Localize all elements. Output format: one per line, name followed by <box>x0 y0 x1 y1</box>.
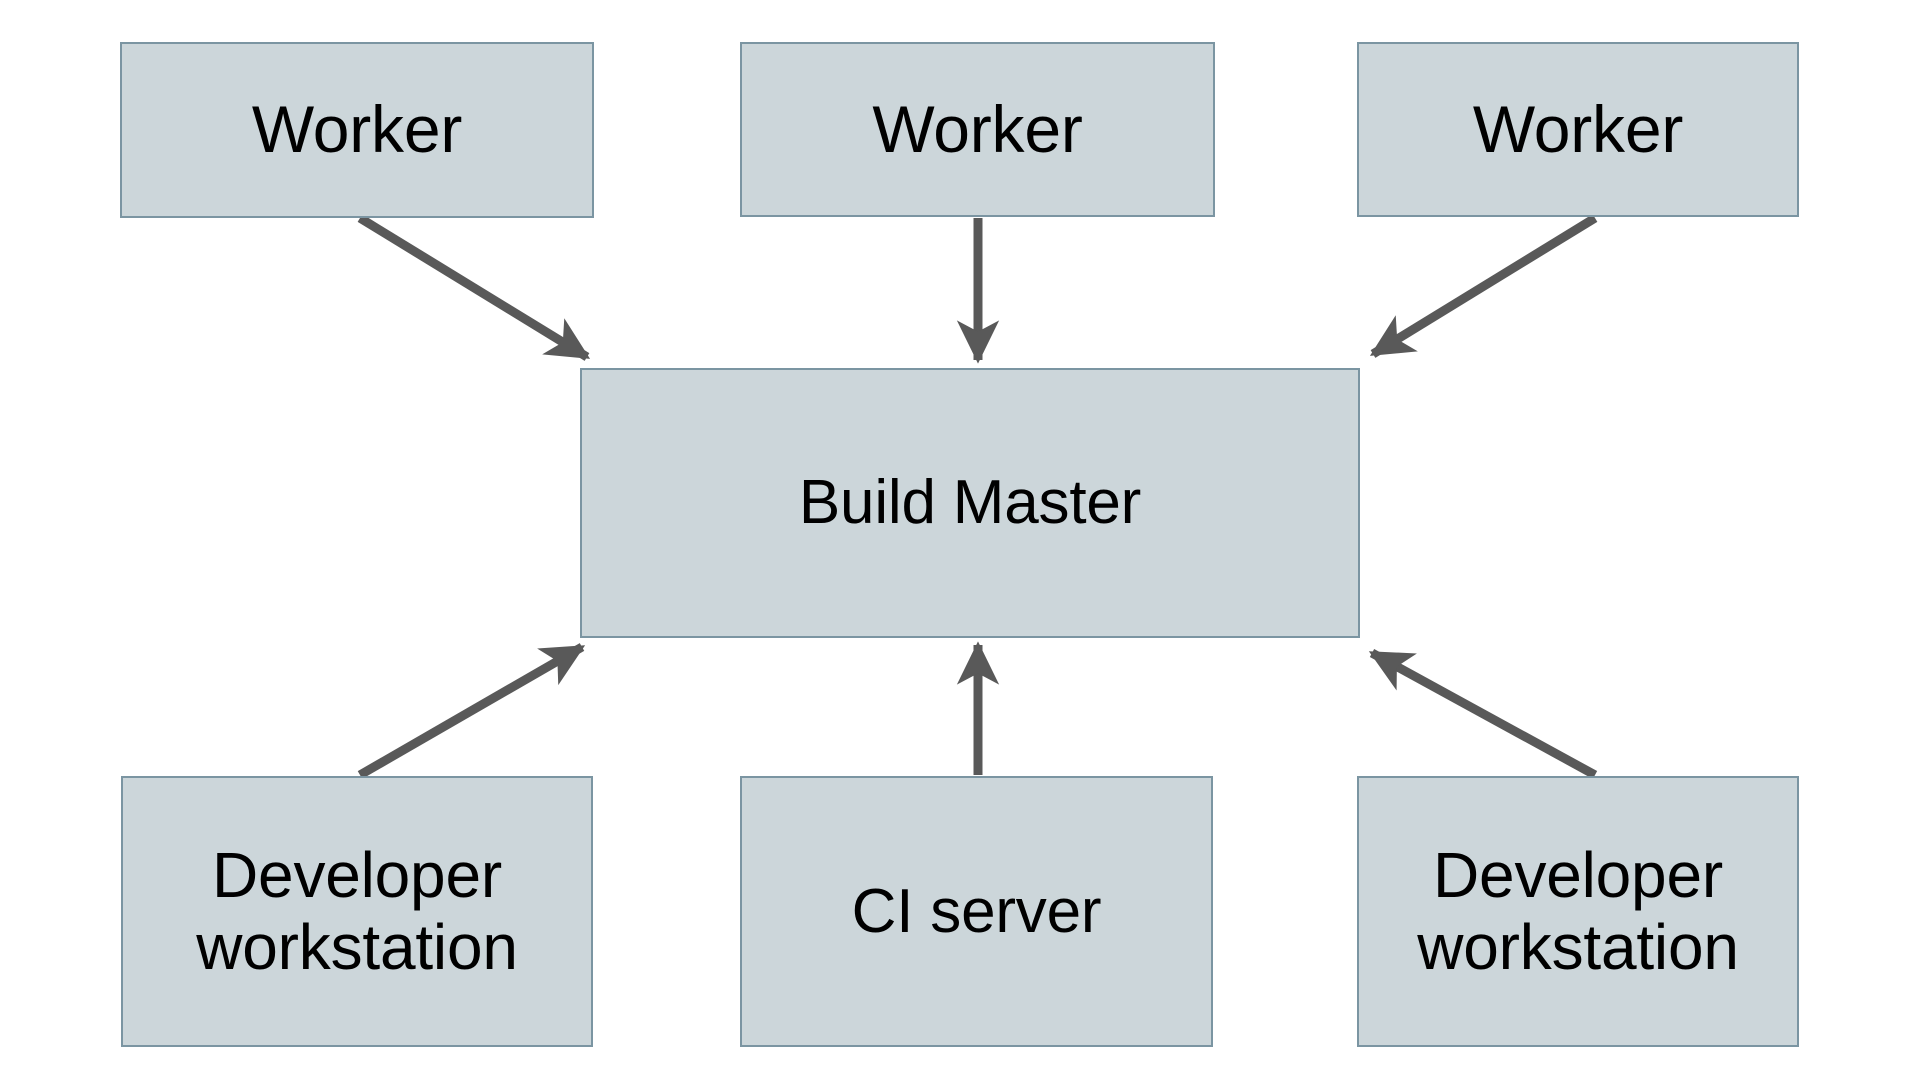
edge-devright-to-master <box>1368 649 1598 779</box>
node-developer-workstation-right[interactable]: Developer workstation <box>1357 776 1799 1047</box>
node-developer-workstation-left[interactable]: Developer workstation <box>121 776 593 1047</box>
node-build-master-label: Build Master <box>798 468 1142 538</box>
node-developer-workstation-left-label: Developer workstation <box>196 838 518 983</box>
node-worker-2[interactable]: Worker <box>740 42 1215 217</box>
edge-devleft-to-master <box>357 643 586 779</box>
node-worker-1-label: Worker <box>251 92 463 167</box>
edge-worker1-to-master <box>357 214 591 361</box>
node-build-master[interactable]: Build Master <box>580 368 1360 638</box>
node-developer-workstation-right-label: Developer workstation <box>1417 838 1739 983</box>
node-worker-1[interactable]: Worker <box>120 42 594 218</box>
edge-worker3-to-master <box>1369 214 1598 358</box>
node-worker-3[interactable]: Worker <box>1357 42 1799 217</box>
node-worker-3-label: Worker <box>1472 91 1684 166</box>
node-ci-server[interactable]: CI server <box>740 776 1213 1047</box>
node-ci-server-label: CI server <box>851 876 1102 946</box>
node-worker-2-label: Worker <box>872 91 1083 166</box>
